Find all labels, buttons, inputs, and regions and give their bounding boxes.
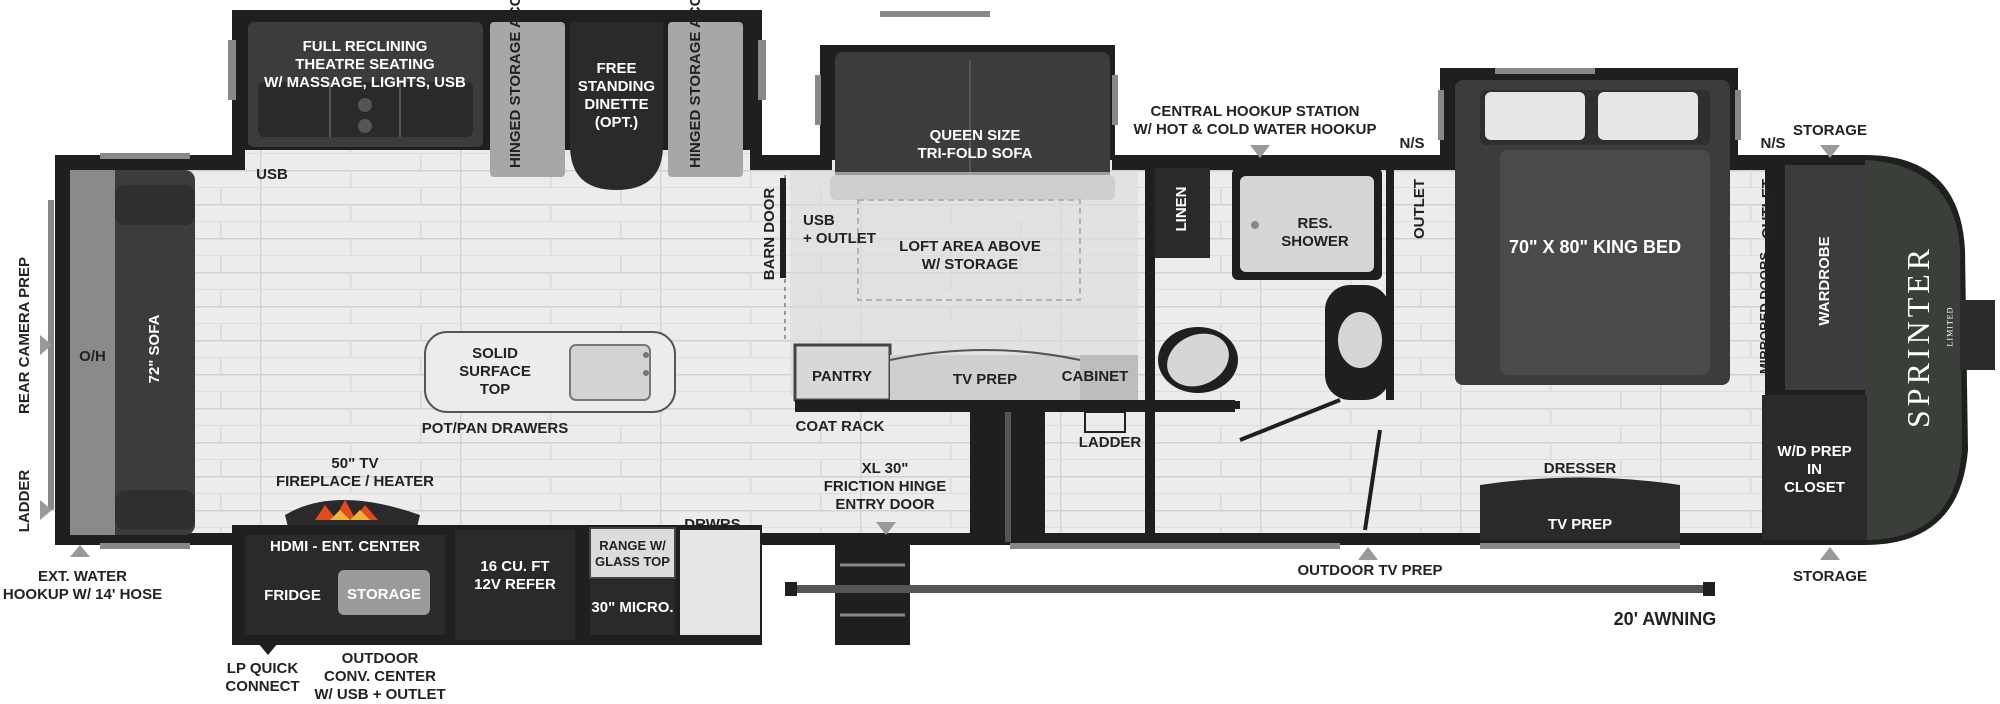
arrow-icon (1250, 145, 1270, 158)
label-range: RANGE W/ GLASS TOP (595, 538, 670, 569)
window (100, 153, 190, 159)
window (1735, 90, 1741, 140)
label-mirrored-doors: MIRRORED DOORS (1757, 251, 1772, 375)
label-sofa-72: 72" SOFA (146, 314, 163, 384)
window (1438, 90, 1444, 140)
label-entry-door: XL 30" FRICTION HINGE ENTRY DOOR (823, 460, 947, 513)
window (228, 40, 236, 100)
label-awning: 20' AWNING (1613, 609, 1717, 629)
ladder-icon (1084, 411, 1126, 433)
label-hinged-storage-left: HINGED STORAGE ACCESS (507, 0, 524, 168)
arrow-icon (1820, 547, 1840, 560)
label-res-shower: RES. SHOWER (1281, 215, 1349, 250)
window (1480, 543, 1680, 549)
label-queen-sofa: QUEEN SIZE TRI-FOLD SOFA (917, 127, 1033, 162)
window (100, 543, 190, 549)
label-oh: O/H (79, 348, 106, 365)
front-cap (1865, 160, 1962, 540)
window (1112, 75, 1118, 125)
hinged-storage-right (668, 22, 743, 177)
label-outlet-left: OUTLET (1411, 179, 1428, 239)
label-ladder-mid: LADDER (1078, 434, 1142, 451)
label-loft: LOFT AREA ABOVE W/ STORAGE (899, 238, 1041, 273)
storage-ent (338, 570, 430, 615)
awning (790, 585, 1710, 593)
barn-door (780, 178, 786, 278)
label-ext-water: EXT. WATER HOOKUP W/ 14' HOSE (2, 568, 163, 603)
dresser (1480, 477, 1680, 540)
arrow-icon (876, 522, 896, 535)
label-outlet-right: OUTLET (1759, 179, 1776, 239)
queen-sofa (835, 52, 1110, 192)
refer (455, 530, 575, 640)
tv-prep-cabinet (890, 355, 1080, 400)
label-ladder-left: LADDER (16, 469, 33, 533)
label-solid-surface: SOLID SURFACE TOP (459, 345, 531, 398)
label-theatre-seating: FULL RECLINING THEATRE SEATING W/ MASSAG… (264, 38, 466, 91)
wardrobe (1785, 165, 1865, 390)
pantry (793, 343, 892, 402)
microwave (590, 580, 675, 635)
label-refer: 16 CU. FT 12V REFER (474, 558, 556, 593)
label-storage-top: STORAGE (1793, 122, 1867, 139)
label-pot-pan: POT/PAN DRAWERS (421, 420, 569, 437)
sink (569, 344, 651, 401)
arrow-icon (1820, 145, 1840, 158)
label-drwrs: DRWRS (684, 516, 741, 533)
label-wd-prep: W/D PREP IN CLOSET (1777, 443, 1852, 496)
label-cabinet: CABINET (1061, 368, 1129, 385)
window (758, 40, 766, 100)
entry-steps (835, 545, 910, 645)
label-ns-right: N/S (1760, 135, 1786, 152)
label-linen: LINEN (1173, 186, 1190, 232)
hitch (1960, 300, 1995, 370)
label-usb-outlet: USB + OUTLET (803, 212, 876, 247)
label-fridge: FRIDGE (264, 587, 321, 604)
label-ns-left: N/S (1399, 135, 1425, 152)
label-micro: 30" MICRO. (591, 599, 674, 616)
range (589, 527, 676, 579)
hinged-storage-left (490, 22, 565, 177)
wd-closet (1762, 395, 1867, 540)
arrow-icon (70, 545, 90, 557)
window (1495, 68, 1595, 74)
label-hdmi: HDMI - ENT. CENTER (270, 538, 420, 555)
brand-logo: SPRINTER (1900, 244, 1936, 428)
label-coat-rack: COAT RACK (795, 418, 885, 435)
label-storage-ent: STORAGE (347, 586, 421, 603)
label-tv-prep-bed: TV PREP (1547, 516, 1613, 533)
label-lp-quick: LP QUICK CONNECT (225, 660, 300, 695)
label-tv-prep-mid: TV PREP (952, 371, 1018, 388)
label-outdoor-center: OUTDOOR CONV. CENTER W/ USB + OUTLET (314, 650, 446, 703)
linen (1155, 168, 1210, 258)
label-hinged-storage-right: HINGED STORAGE ACCESS (687, 0, 704, 168)
drawers (680, 530, 760, 635)
label-rear-camera: REAR CAMERA PREP (16, 257, 33, 414)
arrow-icon (40, 335, 52, 355)
brand-sub: LIMITED (1945, 306, 1955, 347)
label-barn-door: BARN DOOR (761, 187, 778, 281)
label-pantry: PANTRY (812, 368, 872, 385)
label-dresser: DRESSER (1543, 460, 1617, 477)
window (815, 75, 821, 125)
cabinet (1080, 355, 1138, 400)
label-tv50: 50" TV FIREPLACE / HEATER (275, 455, 435, 490)
arrow-icon (40, 500, 52, 520)
label-usb: USB (256, 166, 288, 183)
label-outdoor-tv: OUTDOOR TV PREP (1297, 562, 1443, 579)
dinette (570, 22, 663, 190)
label-hookup-station: CENTRAL HOOKUP STATION W/ HOT & COLD WAT… (1133, 103, 1377, 138)
label-king-bed: 70" X 80" KING BED (1508, 237, 1682, 257)
label-dinette: FREE STANDING DINETTE (OPT.) (577, 60, 656, 131)
label-wardrobe: WARDROBE (1816, 236, 1833, 326)
label-storage-bottom: STORAGE (1793, 568, 1867, 585)
window (880, 11, 990, 17)
arrow-icon (1358, 547, 1378, 560)
window (48, 200, 54, 510)
window (1010, 543, 1340, 549)
arrow-icon (258, 643, 278, 655)
